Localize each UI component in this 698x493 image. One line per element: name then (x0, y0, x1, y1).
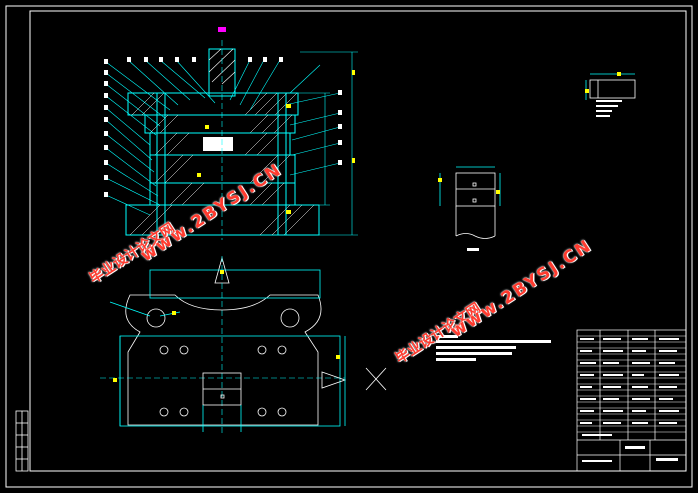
title-block-text-marks (580, 338, 679, 462)
notes-block (436, 335, 551, 361)
binding-strip (15, 410, 29, 472)
title-block-rows (577, 335, 686, 433)
outer-frame (5, 5, 693, 488)
plan-view (100, 256, 387, 435)
inner-frame (29, 10, 687, 472)
title-block (576, 329, 687, 472)
plan-markers (113, 270, 340, 382)
detail-label (467, 248, 479, 251)
detail-view-small (439, 166, 501, 239)
detail-view-corner (585, 73, 636, 100)
section-view (104, 27, 358, 240)
